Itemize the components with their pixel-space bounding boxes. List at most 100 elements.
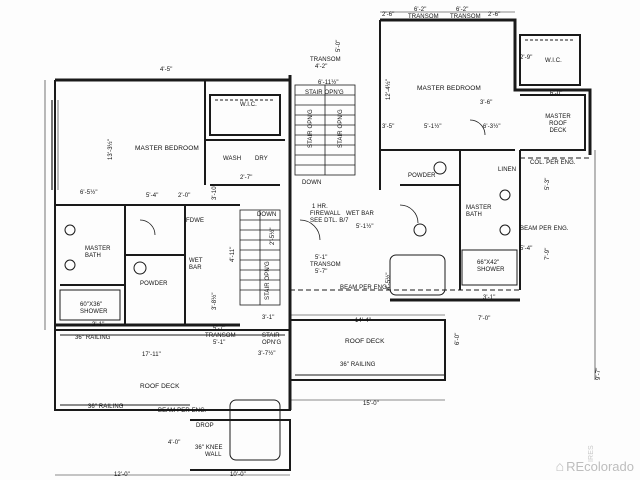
transom-top-1: TRANSOM [408, 14, 439, 20]
dim-10-0: 10'-0" [230, 472, 246, 478]
dim-7-0: 7'-0" [478, 316, 491, 322]
room-roof-deck-left: ROOF DECK [140, 383, 180, 390]
beam-per-eng-right-label: BEAM PER ENG. [520, 226, 569, 232]
col-per-eng: COL. PER ENG. [530, 160, 576, 166]
roof-deck-right-outline [290, 319, 446, 381]
dim-6-5: 6'-5½" [80, 190, 98, 196]
dim-6-3: 6'-3½" [483, 124, 501, 130]
wall-right-outer [380, 18, 592, 155]
dim-3-7: 3'-7½" [258, 351, 276, 357]
transom-left-dim2: 5'-1" [213, 340, 226, 346]
transom-center-dim2: 5'-7" [315, 269, 328, 275]
toilet-center-right [413, 223, 427, 237]
dim-6-2a: 6'-2" [414, 7, 427, 13]
railing-left-1-label: 36" RAILING [75, 335, 111, 341]
transom-mid-dim: 4'-2" [315, 64, 328, 70]
shower-left-box [59, 289, 121, 321]
dim-14-4: 14'-4" [355, 318, 371, 324]
dim-6-11: 6'-11½" [318, 80, 339, 86]
toilet-right [433, 161, 447, 175]
sink-left-1 [64, 224, 76, 236]
door-arc-4 [469, 119, 486, 136]
room-master-bath-left: MASTER BATH [85, 246, 111, 259]
dim-3-1c: 3'-1" [262, 315, 275, 321]
dim-5-4: 5'-4" [146, 193, 159, 199]
room-wic-left: W.I.C. [240, 102, 257, 108]
room-master-bedroom-left: MASTER BEDROOM [135, 145, 199, 152]
dim-4-5: 4'-5" [160, 67, 173, 73]
transom-mid: TRANSOM [310, 57, 341, 63]
door-arc-2 [399, 204, 419, 224]
dim-5-1a: 5'-1½" [424, 124, 442, 130]
dim-17-11: 17'-11" [142, 352, 161, 358]
room-dry: DRY [255, 156, 268, 162]
dim-12-0: 12'-0" [114, 472, 130, 478]
knee-wall-2: WALL [205, 452, 222, 458]
stair-left [239, 209, 281, 306]
room-powder-left: POWDER [140, 281, 168, 287]
room-roof-deck-right: ROOF DECK [345, 338, 385, 345]
tub-right [389, 254, 446, 296]
dim-2-9: 2'-9" [520, 55, 533, 61]
dim-2-5: 2'-5½" [270, 227, 276, 245]
wic-right-room [519, 34, 581, 86]
brand-watermark: ⌂REcolorado [556, 458, 634, 474]
stair-opng-top: STAIR OPN'G [305, 90, 344, 96]
dim-6-0b: 6'-0" [455, 332, 461, 345]
knee-wall-1: 36" KNEE [195, 445, 223, 451]
transom-center: TRANSOM [310, 262, 341, 268]
dim-9-7: 9'-7" [596, 367, 602, 380]
dim-5-4b: 5'-4" [520, 246, 533, 252]
room-powder-right: POWDER [408, 173, 436, 179]
dim-3-10: 3'-10" [212, 184, 218, 200]
stair-opng-bottom: STAIR OPN'G [262, 333, 282, 346]
beam-per-eng-mid-label: BEAM PER ENG. [340, 285, 389, 291]
dim-5-0: 5'-0" [336, 39, 342, 52]
room-wic-right: W.I.C. [545, 58, 562, 64]
wic-left-room [209, 94, 281, 136]
firewall-2: FIREWALL [310, 211, 341, 217]
dim-6-2b: 6'-2" [456, 7, 469, 13]
room-shower-right: 66"X42" SHOWER [477, 260, 505, 273]
railing-left-2-label: 36" RAILING [88, 404, 124, 410]
room-shower-left: 60"X36" SHOWER [80, 302, 108, 315]
dim-4-11: 4'-11" [230, 246, 236, 262]
stair-opng-v1: STAIR OPN'G [308, 109, 314, 148]
room-wet-bar-left: WET BAR [189, 258, 203, 271]
toilet-left [133, 261, 147, 275]
room-drop: DROP [196, 423, 214, 429]
dim-7-9: 7'-9" [545, 247, 551, 260]
railing-right-label: 36" RAILING [340, 362, 376, 368]
brand-name: REcolorado [566, 459, 634, 474]
beam-per-eng-bottom-label: BEAM PER ENG. [158, 408, 207, 414]
dim-4-0: 4'-0" [168, 440, 181, 446]
dim-3-1b: 3'-1" [483, 295, 496, 301]
dim-6-0: 6'-0" [550, 91, 563, 97]
down-left: DOWN [257, 212, 277, 218]
door-arc-1 [299, 219, 321, 241]
roof-deck-left-outline [54, 329, 291, 411]
dim-2-6a: 2'-6" [382, 12, 395, 18]
stair-opng-v2: STAIR OPN'G [338, 109, 344, 148]
room-linen: LINEN [498, 167, 517, 173]
master-roof-deck-outline [520, 94, 586, 151]
lower-extension [190, 419, 291, 471]
transom-left-dim: 5'-7" [213, 326, 226, 332]
room-wash: WASH [223, 156, 242, 162]
shower-right-box [461, 249, 518, 286]
down-center: DOWN [302, 180, 322, 186]
dim-12-4: 12'-4½" [386, 79, 392, 100]
stair-opng-v3: STAIR OPN'G [265, 261, 271, 300]
dim-2-7: 2'-7" [240, 175, 253, 181]
room-master-roof-deck: MASTER ROOF DECK [545, 114, 571, 134]
room-wet-bar-right: WET BAR [346, 211, 374, 217]
firewall-1: 1 HR. [312, 204, 328, 210]
dim-3-6: 3'-6" [480, 100, 493, 106]
room-fdwe: FDWE [186, 218, 205, 224]
tub-left [229, 399, 281, 461]
room-master-bath-right: MASTER BATH [466, 205, 492, 218]
dim-5-1b: 5'-1½" [356, 224, 374, 230]
transom-center-dim: 5'-1" [315, 255, 328, 261]
